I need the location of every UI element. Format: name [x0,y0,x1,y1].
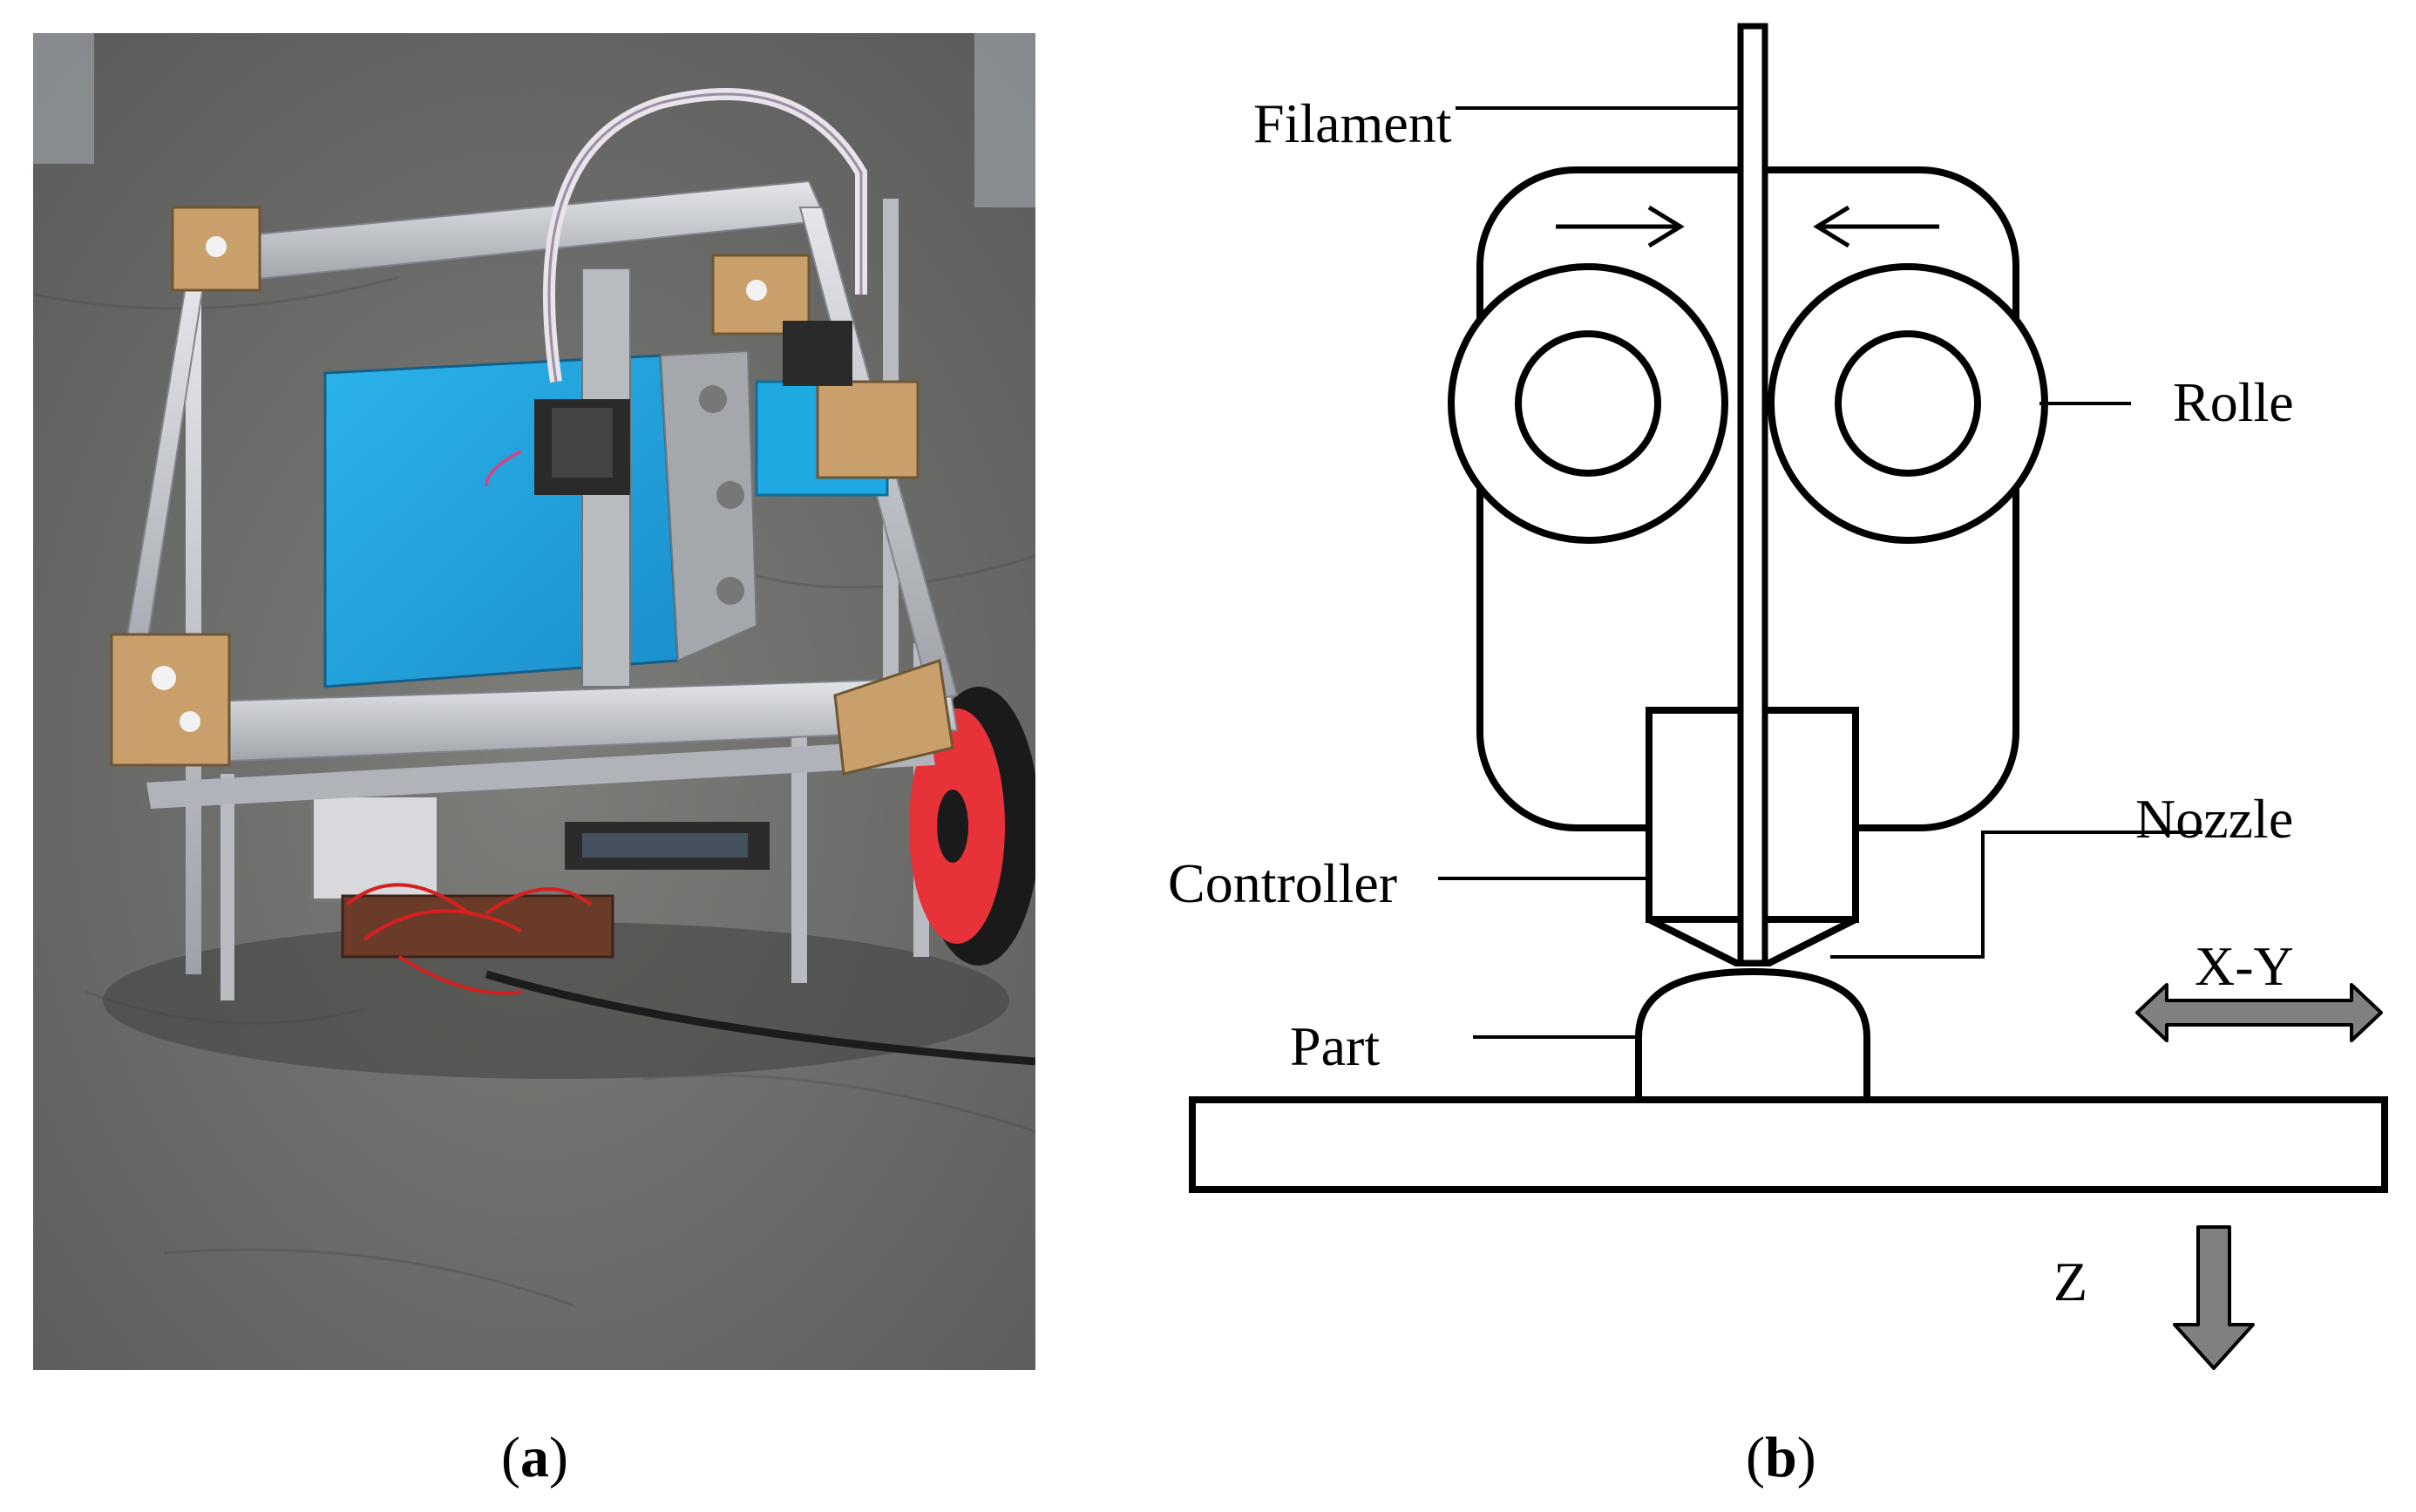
label-filament: Filament [1253,92,1452,154]
label-nozzle: Nozzle [2135,788,2293,850]
fdm-schematic: Filament Rolle Nozzle Controller Part X-… [1168,23,2388,1370]
feed-arrow-left-icon [1813,205,1939,248]
extruder-motor [755,321,920,497]
filament-spool [909,687,1035,966]
roller-right [1768,263,2048,544]
label-part: Part [1290,1015,1380,1077]
label-rolle: Rolle [2173,371,2294,433]
roller-left [1448,263,1728,544]
z-down-arrow-icon [2173,1225,2255,1370]
control-board [341,894,614,959]
label-xy: X-Y [2195,935,2294,997]
caption-b: (b) [1746,1426,1816,1489]
caption-a: (a) [501,1426,568,1489]
feed-arrow-right-icon [1556,205,1685,248]
power-supply [310,794,440,902]
printer-photograph [33,33,1035,1370]
filament-strand [1737,23,1768,966]
label-controller: Controller [1168,852,1397,914]
xy-double-arrow-icon [2135,983,2383,1042]
build-platform [1189,1096,2388,1193]
deposited-part [1635,967,1870,1100]
label-z: Z [2053,1251,2087,1312]
